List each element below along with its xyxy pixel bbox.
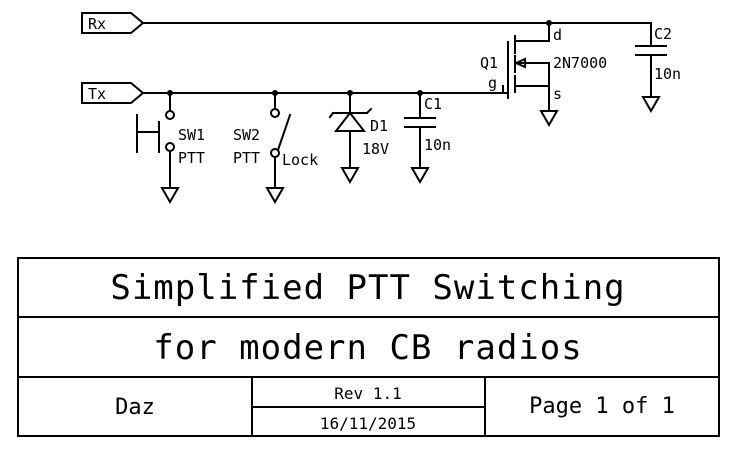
port-rx: Rx xyxy=(81,12,145,34)
date: 16/11/2015 xyxy=(320,414,416,433)
switch-sw2: SW2 PTT Lock xyxy=(233,92,318,205)
q1-pin-d: d xyxy=(553,26,562,44)
c2-value: 10n xyxy=(654,65,681,83)
q1-ref: Q1 xyxy=(480,54,498,72)
sw1-value: PTT xyxy=(178,149,205,167)
q1-part: 2N7000 xyxy=(553,54,607,72)
sw1-ref: SW1 xyxy=(178,126,205,144)
port-rx-label: Rx xyxy=(88,15,106,33)
sw2-ref: SW2 xyxy=(233,126,260,144)
title-block: Simplified PTT Switching for modern CB r… xyxy=(17,257,720,437)
title-line1: Simplified PTT Switching xyxy=(110,268,625,308)
d1-value: 18V xyxy=(362,140,389,158)
switch-sw1: SW1 PTT xyxy=(136,92,205,205)
wire-tx xyxy=(142,85,504,94)
diode-d1: D1 18V xyxy=(328,92,389,185)
capacitor-c1: C1 10n xyxy=(404,92,451,185)
q1-pin-s: s xyxy=(553,85,562,103)
d1-ref: D1 xyxy=(370,117,388,135)
capacitor-c2: C2 10n xyxy=(635,25,681,114)
c1-ref: C1 xyxy=(424,95,442,113)
c1-value: 10n xyxy=(424,136,451,154)
sw2-value: PTT xyxy=(233,149,260,167)
wire-rx xyxy=(142,22,652,47)
port-tx-label: Tx xyxy=(88,85,106,103)
author: Daz xyxy=(115,395,155,420)
mosfet-q1: Q1 g d 2N7000 s xyxy=(459,22,607,128)
title-line2: for modern CB radios xyxy=(153,328,582,368)
page-number: Page 1 of 1 xyxy=(529,394,675,419)
c2-ref: C2 xyxy=(654,25,672,43)
sw2-extra: Lock xyxy=(282,151,318,169)
port-tx: Tx xyxy=(81,82,145,104)
q1-pin-g: g xyxy=(488,74,497,92)
revision: Rev 1.1 xyxy=(334,384,401,403)
